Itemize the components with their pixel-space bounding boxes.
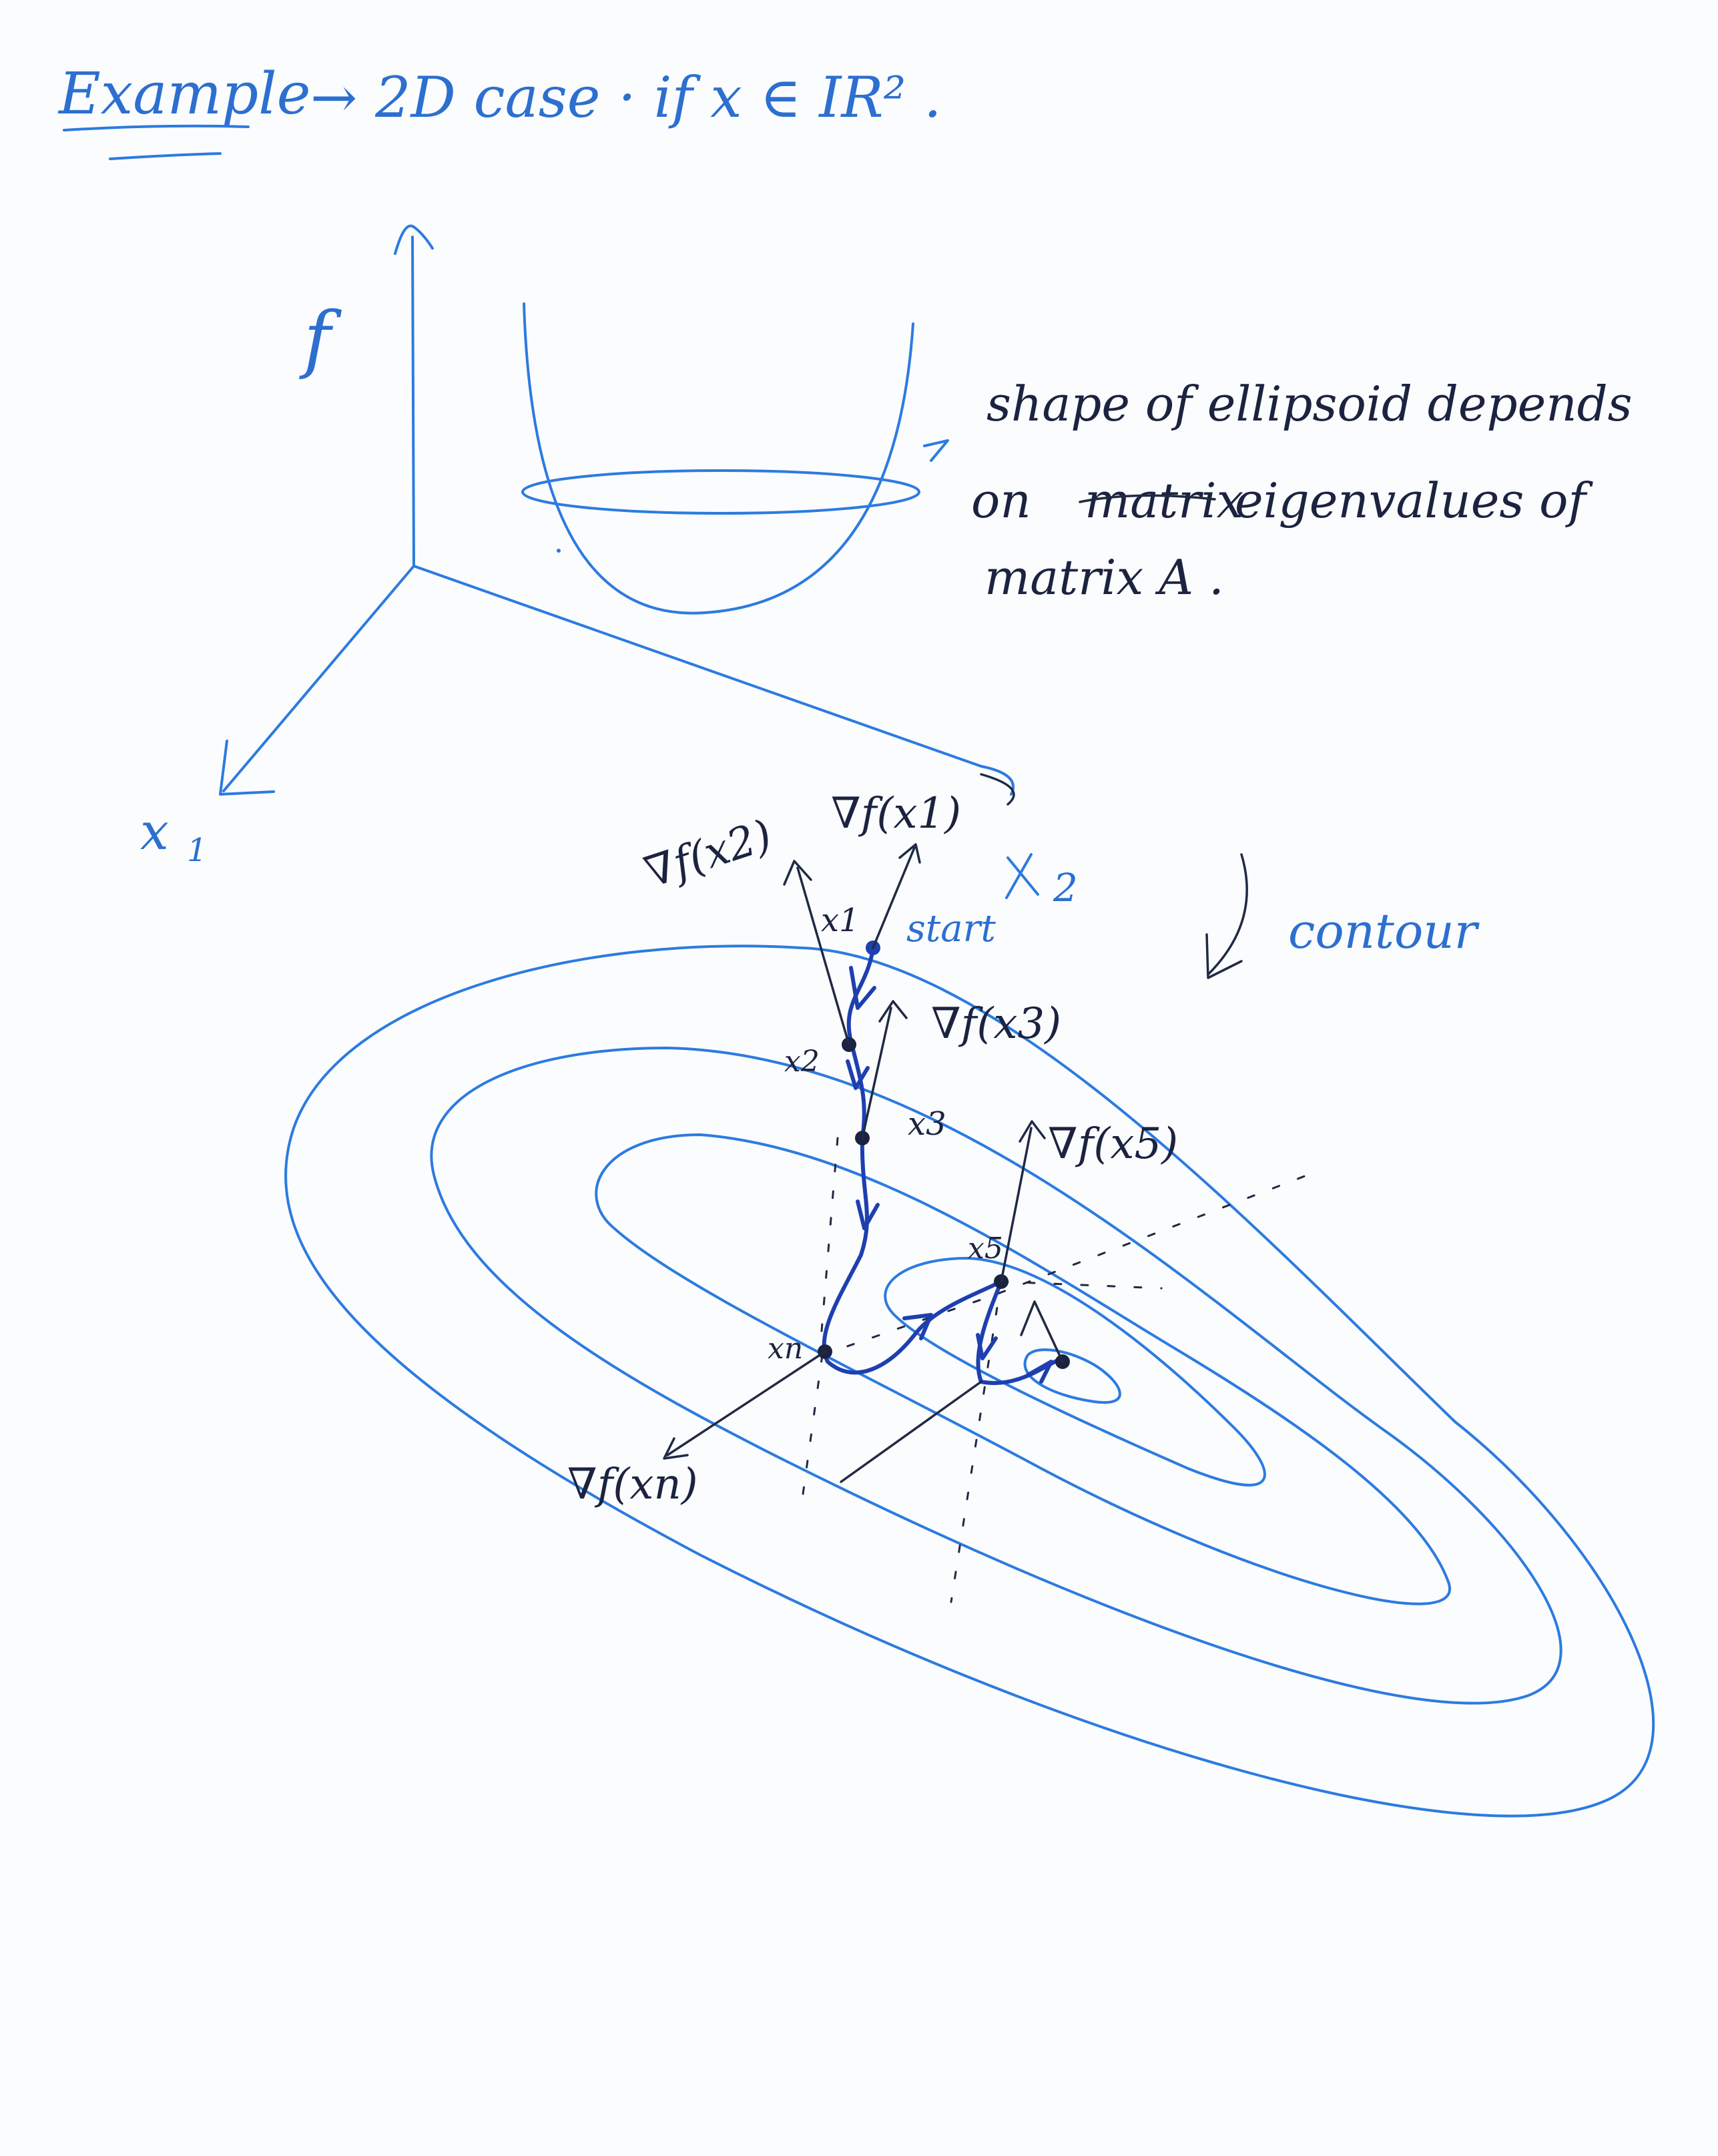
f-axis-arrowhead — [394, 224, 434, 255]
path-arrow-2 — [846, 1059, 870, 1090]
grad-x1-arrow — [872, 846, 916, 949]
paraboloid-curve — [523, 302, 914, 615]
point-label-xn: xn — [768, 1332, 803, 1366]
note-line-1: shape of ellipsoid depends — [986, 376, 1633, 432]
grad-label-x1: ∇f(x1) — [831, 789, 961, 838]
path-arrow-4 — [902, 1313, 933, 1340]
note-line-2-struck: matrix — [1085, 473, 1243, 529]
note-line-2-prefix: on — [971, 473, 1031, 529]
x1-axis-subscript: 1 — [187, 832, 208, 869]
surface-plot: f x 1 — [140, 224, 1015, 869]
grad-xn-arrow — [666, 1350, 826, 1456]
note-arrow — [923, 439, 949, 462]
note-line-2-rest: eigenvalues of — [1235, 473, 1594, 529]
heading-rest: → 2D case · if x ∈ IR² . — [310, 65, 942, 130]
grad-x3-arrow — [861, 1007, 892, 1139]
heading: Example → 2D case · if x ∈ IR² . — [57, 61, 942, 160]
path-arrow-3 — [856, 1199, 880, 1230]
note-line-3: matrix A . — [984, 549, 1224, 605]
contour-ellipse-core — [1023, 1348, 1121, 1404]
x1-axis-arrowhead — [219, 740, 275, 796]
point-label-x2: x2 — [784, 1045, 820, 1079]
contour-plot: x 2 contour start x1 x2 x3 xn x5 ∇f(x1) … — [284, 773, 1655, 1818]
point-label-x1: x1 — [821, 902, 860, 939]
grad-x3-arrowhead — [878, 1000, 908, 1023]
contour-ellipse-outer — [284, 945, 1655, 1818]
grad-label-xn: ∇f(xn) — [567, 1460, 698, 1509]
x2-axis — [412, 565, 1015, 796]
grad-x5-arrowhead — [1019, 1120, 1046, 1143]
grad-x1-arrowhead — [898, 843, 921, 864]
grad-x2-arrow — [796, 866, 850, 1046]
guide-dash-3 — [950, 1280, 1003, 1603]
contour-label: contour — [1288, 903, 1480, 959]
guide-dash-4 — [818, 1137, 839, 1356]
guide-dash-2 — [800, 1354, 824, 1510]
point-label-x3: x3 — [908, 1105, 946, 1143]
grad-xn-arrowhead — [663, 1437, 689, 1460]
heading-example-word: Example — [57, 61, 311, 127]
strike-through — [1079, 494, 1216, 503]
f-axis-label: f — [299, 296, 342, 381]
grad-x5-arrow — [1000, 1127, 1033, 1283]
heading-underline-2 — [109, 152, 222, 160]
x2-axis-glyph — [1005, 853, 1039, 899]
grad-label-x1-paren — [980, 773, 1015, 806]
guide-dash-5 — [1000, 1280, 1163, 1290]
x1-axis-label: x — [140, 802, 169, 861]
contour-ellipse-2 — [595, 1133, 1451, 1605]
contour-ellipse-3 — [430, 1047, 1562, 1705]
descent-guide-line — [840, 1380, 982, 1483]
guide-dash-1 — [821, 1173, 1310, 1356]
grad-label-x2: ∇f(x2) — [639, 811, 778, 898]
x2-axis-subscript: 2 — [1053, 865, 1078, 910]
x1-axis — [222, 565, 415, 792]
grad-x2-arrowhead — [783, 860, 812, 886]
path-arrow-6 — [1026, 1360, 1053, 1384]
point-label-x5: x5 — [968, 1232, 1003, 1266]
ink-dot — [557, 549, 561, 553]
f-axis — [411, 236, 415, 567]
level-set-ellipse — [521, 469, 920, 515]
path-arrow-1 — [849, 966, 876, 1010]
grad-min-arrow — [1020, 1300, 1064, 1363]
grad-label-x3: ∇f(x3) — [931, 999, 1061, 1049]
grad-label-x5: ∇f(x5) — [1048, 1119, 1178, 1169]
path-arrow-5 — [976, 1333, 998, 1360]
contour-label-arrow — [1205, 853, 1248, 979]
ellipsoid-note: shape of ellipsoid depends on matrix eig… — [971, 376, 1633, 605]
heading-underline-1 — [63, 124, 250, 131]
start-label: start — [906, 907, 996, 951]
contour-ellipse-inner — [884, 1257, 1266, 1487]
